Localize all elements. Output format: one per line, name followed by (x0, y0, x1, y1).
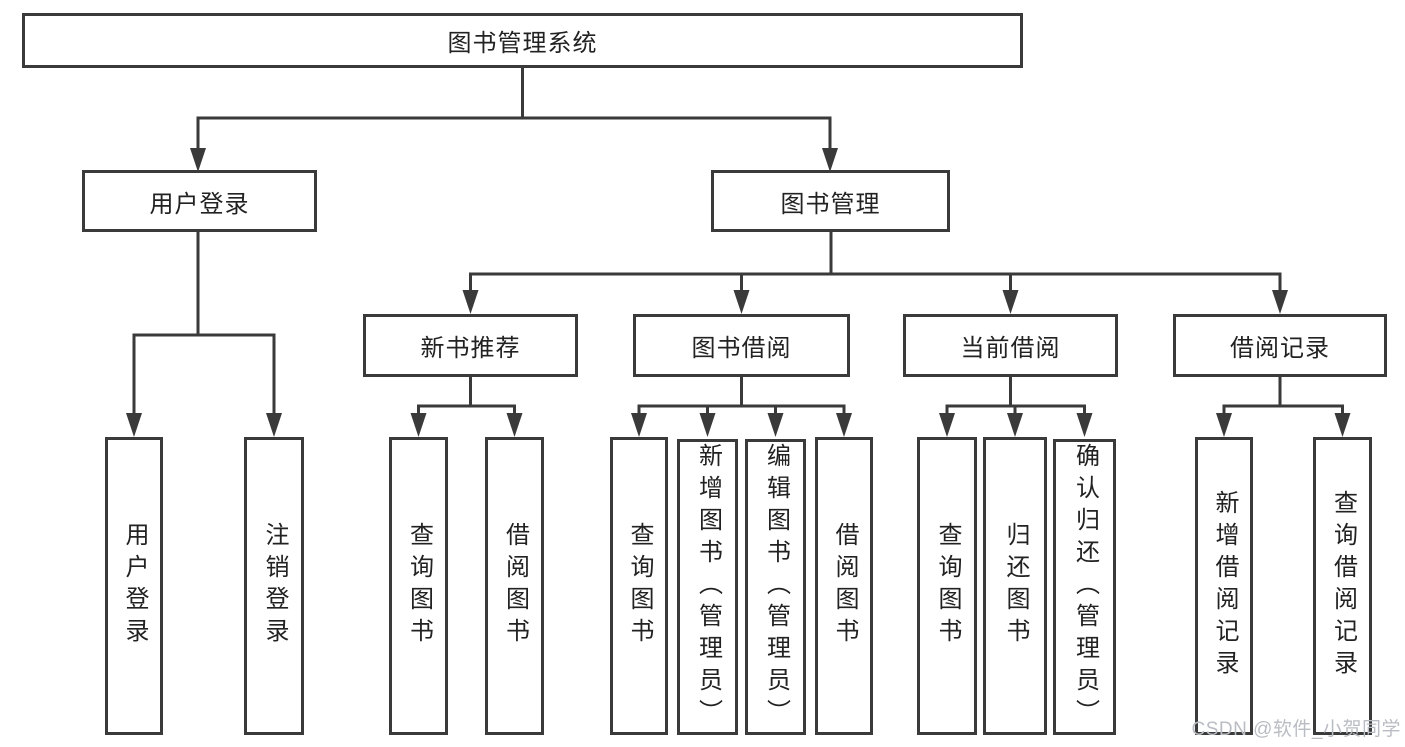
node-label: 借阅记录 (1230, 335, 1330, 362)
node-label: 查询图书 (405, 522, 433, 650)
connectors-user-login (126, 231, 282, 437)
node-book-borrowing: 图书借阅 (633, 314, 850, 377)
node-label: 归还图书 (1002, 522, 1029, 650)
connectors-borrowing-records (1216, 375, 1351, 437)
connectors-new-book-recommend (410, 375, 523, 437)
leaf-borrowing-add-books-admin: 新增图书（管理员） (677, 439, 738, 735)
node-label: 查询借阅记录 (1329, 490, 1357, 682)
node-label: 用户登录 (121, 522, 148, 650)
node-book-management: 图书管理 (711, 170, 950, 232)
node-current-borrowing: 当前借阅 (903, 314, 1118, 377)
node-label: 新增借阅记录 (1211, 490, 1238, 682)
node-label: 查询图书 (626, 522, 653, 650)
node-label: 新增图书（管理员） (694, 443, 722, 731)
connectors-book-management (462, 231, 1288, 314)
node-label: 注销登录 (261, 522, 288, 650)
node-borrowing-records: 借阅记录 (1173, 314, 1387, 377)
connectors-root (190, 66, 838, 172)
node-label: 新书推荐 (420, 335, 521, 362)
node-label: 图书管理系统 (447, 30, 598, 57)
leaf-current-confirm-return-admin: 确认归还（管理员） (1053, 439, 1116, 735)
node-label: 借阅图书 (831, 522, 858, 650)
node-label: 编辑图书（管理员） (762, 443, 790, 731)
node-root: 图书管理系统 (22, 13, 1023, 68)
node-label: 图书借阅 (691, 335, 792, 362)
node-label: 借阅图书 (501, 522, 529, 650)
leaf-records-query-record: 查询借阅记录 (1313, 437, 1372, 735)
node-label: 用户登录 (149, 190, 250, 218)
leaf-borrowing-edit-books-admin: 编辑图书（管理员） (745, 439, 806, 735)
leaf-current-return-books: 归还图书 (983, 437, 1047, 735)
connectors-book-borrowing (631, 375, 852, 437)
connectors-current-borrowing (939, 375, 1093, 437)
watermark: CSDN @软件_小贺同学 (1191, 719, 1401, 740)
leaf-borrowing-query-books: 查询图书 (610, 437, 668, 735)
node-label: 查询图书 (934, 522, 961, 650)
node-new-book-recommend: 新书推荐 (363, 314, 578, 377)
leaf-borrowing-borrow-books: 借阅图书 (815, 437, 873, 735)
leaf-user-login: 用户登录 (105, 437, 163, 735)
node-label: 确认归还（管理员） (1071, 443, 1099, 731)
leaf-newbooks-query-books: 查询图书 (389, 437, 448, 735)
leaf-records-add-record: 新增借阅记录 (1195, 437, 1253, 735)
node-user-login: 用户登录 (82, 170, 317, 232)
leaf-current-query-books: 查询图书 (917, 437, 977, 735)
node-label: 当前借阅 (960, 335, 1061, 362)
leaf-logout: 注销登录 (244, 437, 304, 735)
node-label: 图书管理 (780, 190, 881, 218)
leaf-newbooks-borrow-books: 借阅图书 (485, 437, 544, 735)
